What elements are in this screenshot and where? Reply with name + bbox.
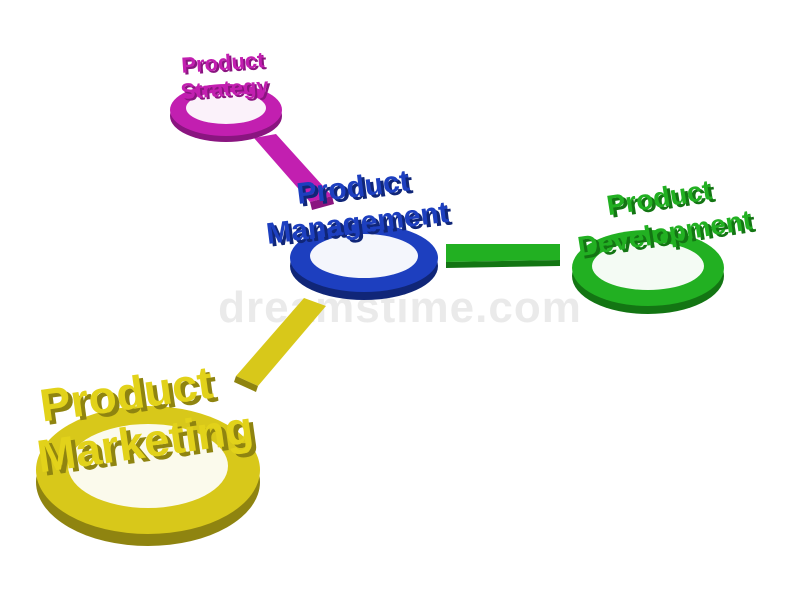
label-strategy-line1: Product [180, 47, 265, 78]
label-strategy-line1-shadow: Product [183, 49, 268, 80]
ring-management [290, 224, 438, 300]
connector-management-marketing [236, 298, 326, 386]
node-strategy: Product Product Strategy Strategy [180, 47, 272, 106]
node-development: Product Product Development Development [576, 174, 758, 265]
connector-strategy-management-side [310, 196, 334, 210]
ring-development [572, 230, 724, 314]
connector-management-development [446, 244, 560, 262]
label-strategy-line2: Strategy [180, 73, 270, 104]
ring-marketing [36, 406, 260, 546]
connector-strategy-management [254, 134, 332, 202]
label-strategy-line2-shadow: Strategy [182, 75, 272, 106]
connector-management-marketing-side [234, 376, 258, 392]
ring-strategy [170, 84, 282, 142]
connector-management-development-side [446, 260, 560, 268]
